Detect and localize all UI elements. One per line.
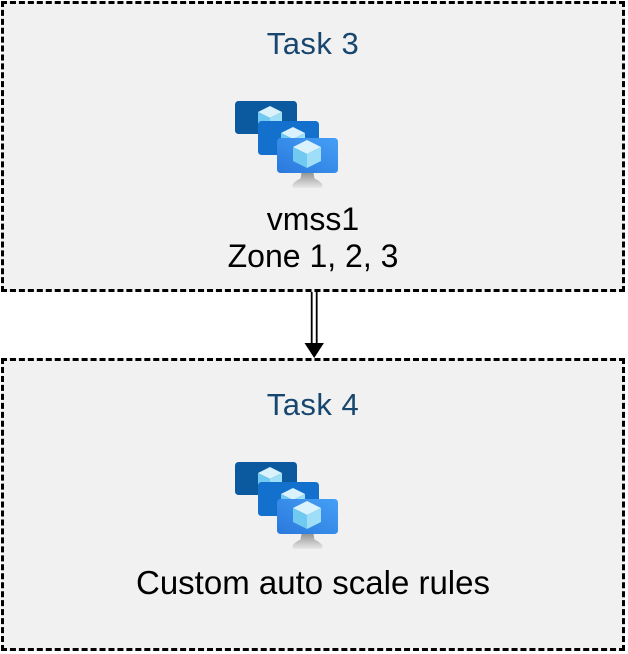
vmss-name-text: vmss1	[266, 201, 360, 237]
vmss-icon	[235, 101, 338, 188]
task3-to-task4-arrow	[304, 292, 324, 358]
task4-box: Task 4	[1, 358, 625, 651]
vmss-icon	[235, 462, 338, 549]
task4-label: Custom auto scale rules	[4, 564, 622, 601]
zones-text: Zone 1, 2, 3	[227, 238, 399, 274]
task3-box: Task 3	[1, 1, 625, 292]
task3-title: Task 3	[266, 26, 360, 61]
task4-title: Task 4	[266, 387, 360, 422]
task3-label: vmss1 Zone 1, 2, 3	[4, 201, 622, 275]
autoscale-text: Custom auto scale rules	[136, 564, 490, 601]
